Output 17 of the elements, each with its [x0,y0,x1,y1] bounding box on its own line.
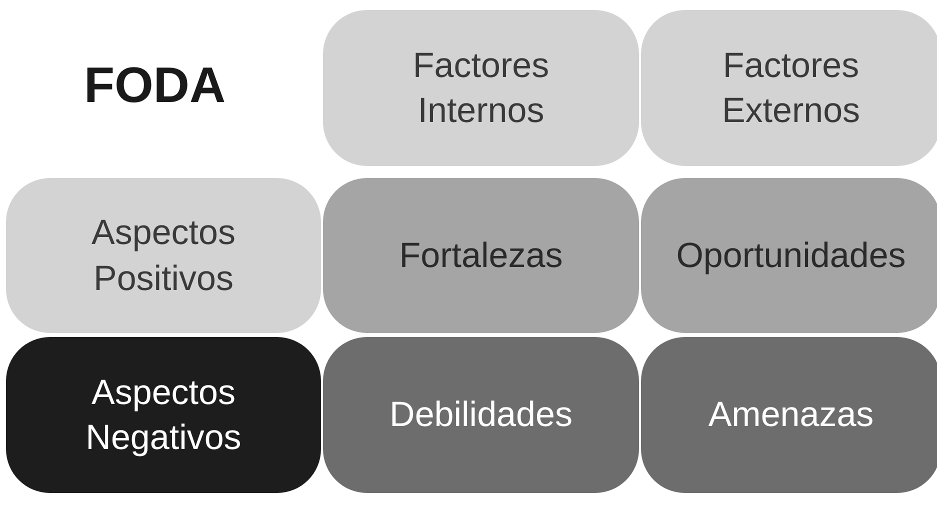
rounded-box [6,337,321,493]
rounded-box [641,10,937,166]
rounded-box [641,178,937,333]
box-label: Aspectos Positivos [90,212,236,300]
rounded-box [323,337,639,493]
box-label: Factores Externos [720,44,862,132]
box-label: Oportunidades [676,234,906,277]
rounded-box [323,10,639,166]
diagram-title: FODA [84,56,226,114]
box-label: Factores Internos [412,44,550,132]
box-label: Fortalezas [399,234,563,277]
rounded-box [6,178,321,333]
box-label: Debilidades [390,394,572,436]
box-label: Amenazas [708,394,874,436]
box-label: Aspectos Negativos [84,372,242,459]
rounded-box [641,337,937,493]
rounded-box [323,178,639,333]
